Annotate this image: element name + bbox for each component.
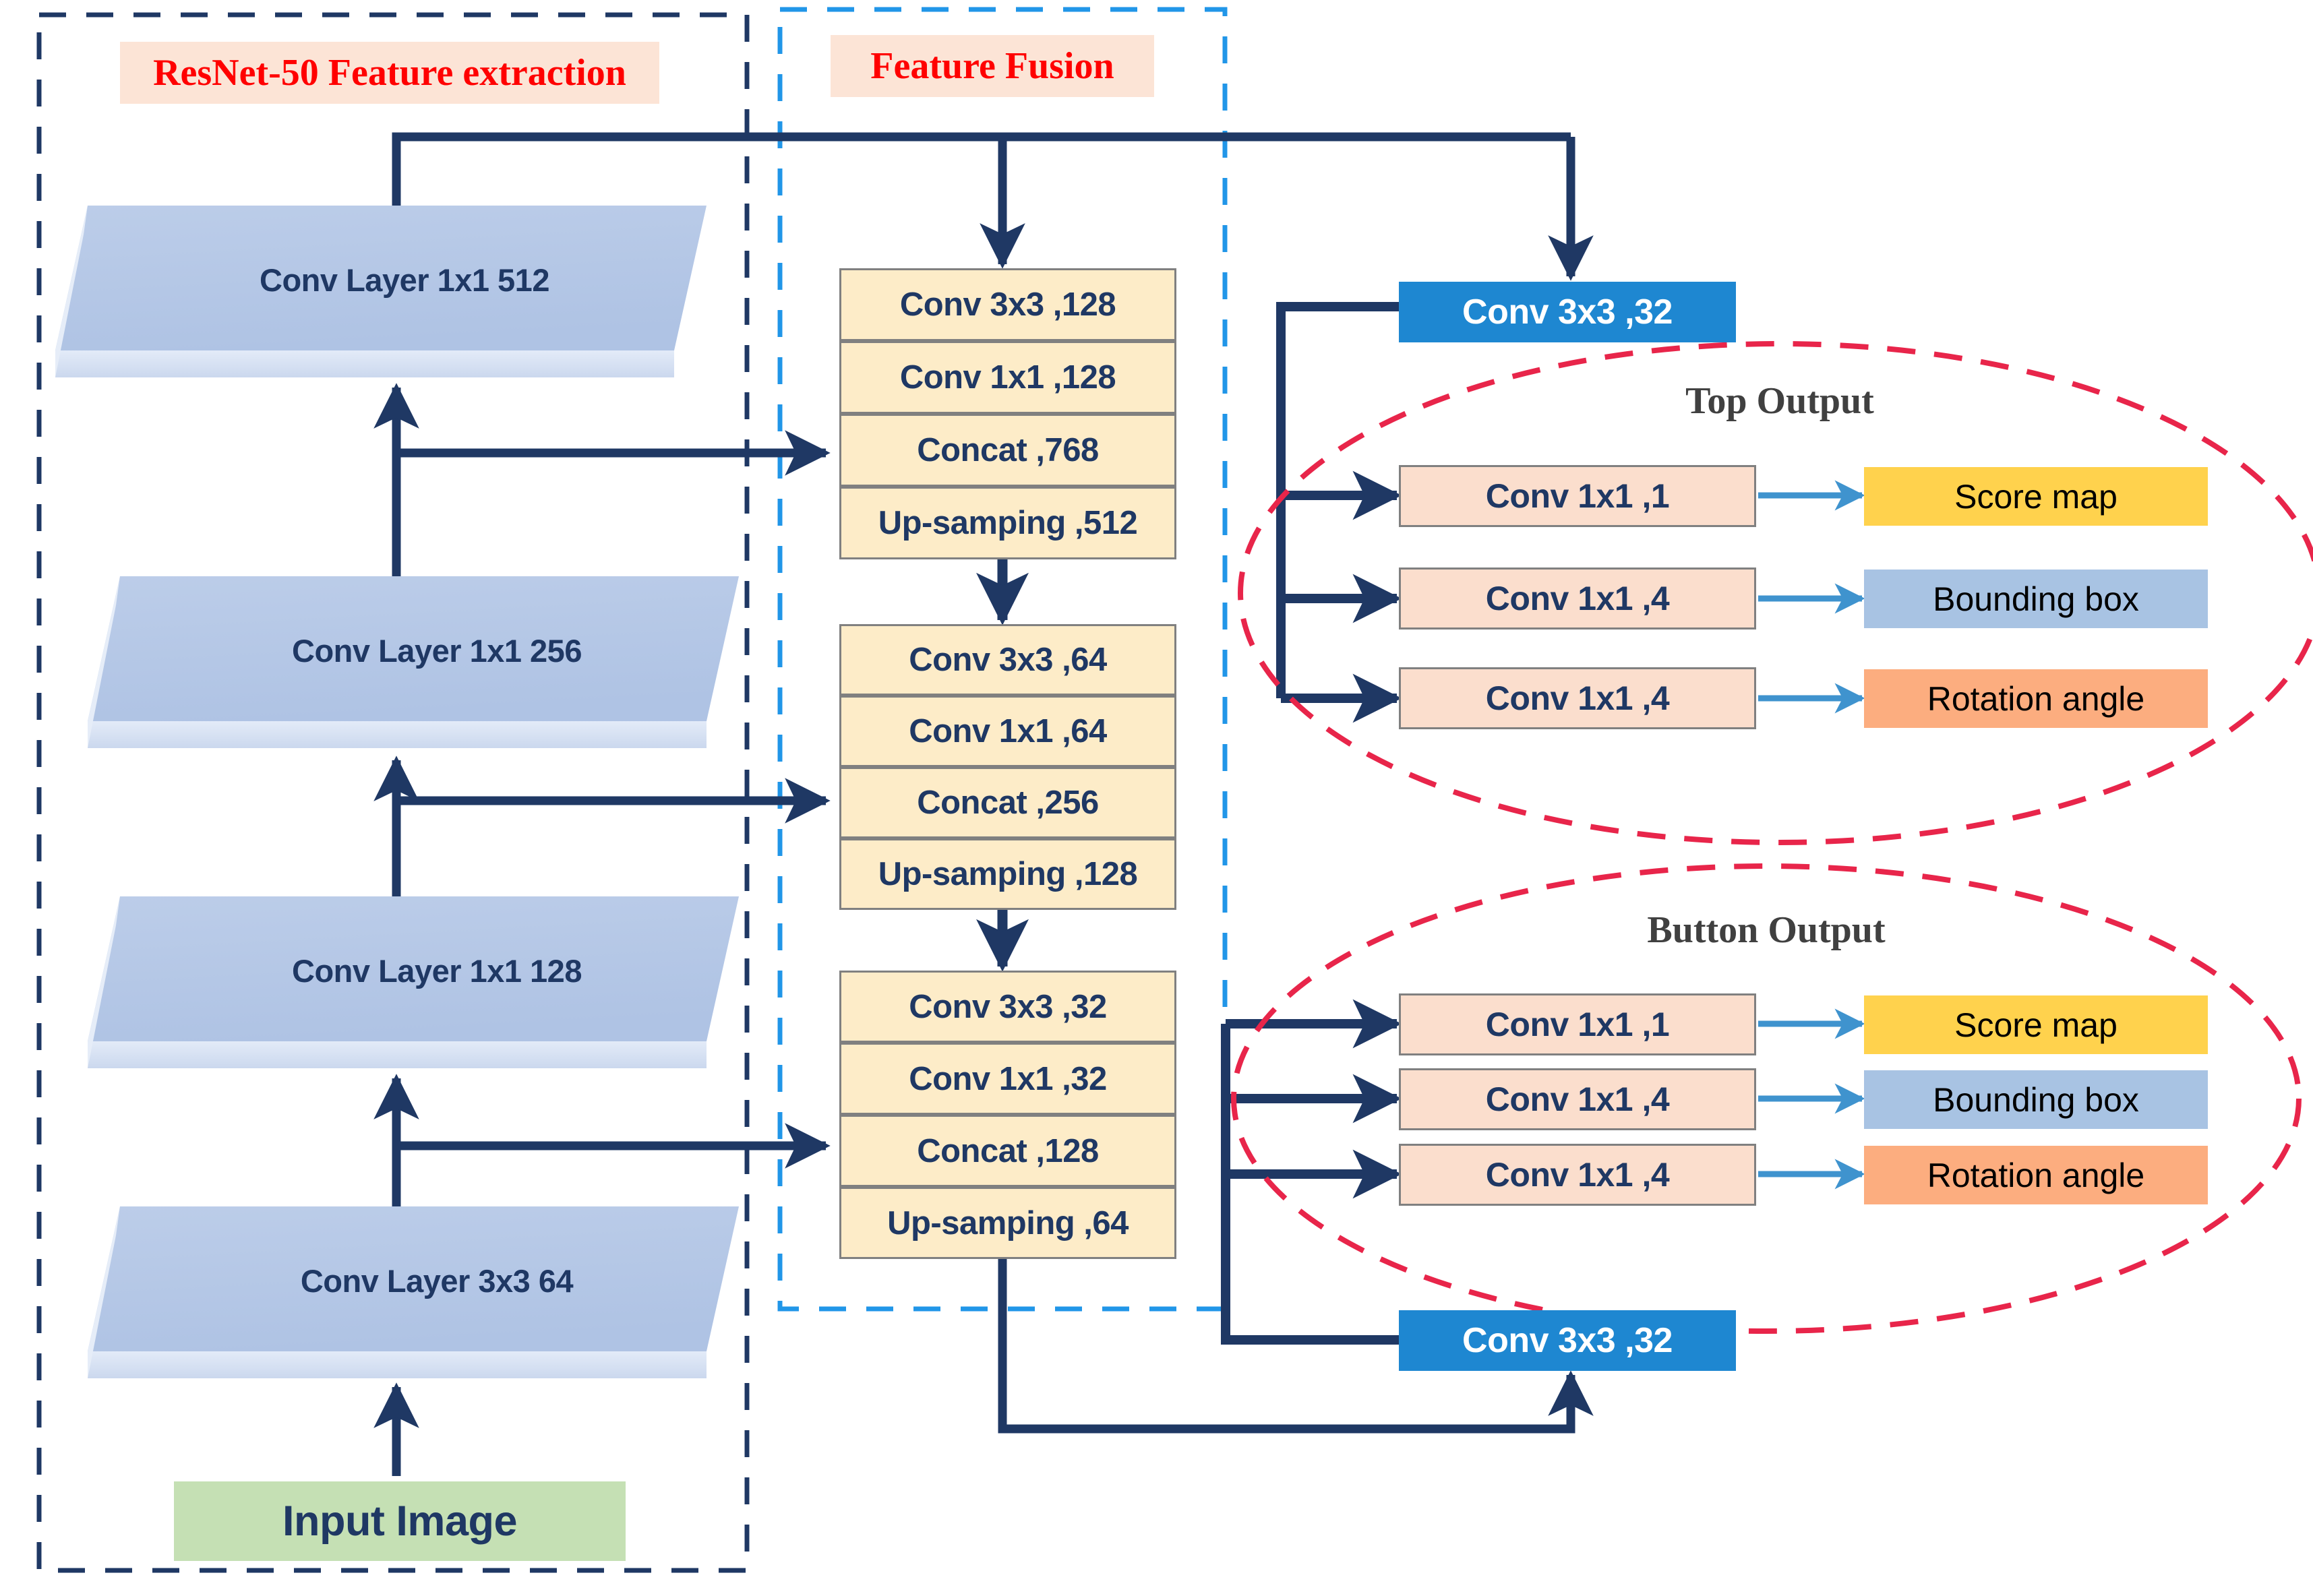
- bus-top-head: [1276, 302, 1399, 698]
- fusion-row-concat-768: Concat ,768: [839, 414, 1176, 487]
- top-head-conv-angle: Conv 1x1 ,4: [1399, 667, 1756, 729]
- bottom-output-score-map: Score map: [1864, 995, 2208, 1054]
- fusion-row-upsampling-128: Up-samping ,128: [839, 838, 1176, 910]
- top-output-title: Top Output: [1685, 380, 1874, 422]
- backbone-slab-512: [55, 206, 707, 377]
- fusion-row-conv1x1-128: Conv 1x1 ,128: [839, 341, 1176, 414]
- bus-bottom-head: [1221, 1024, 1399, 1345]
- bottom-head-conv-bbox: Conv 1x1 ,4: [1399, 1068, 1756, 1130]
- top-output-rotation-angle: Rotation angle: [1864, 669, 2208, 728]
- bottom-output-ellipse: [1231, 863, 2302, 1334]
- bus-fusion3-to-bottom-blue-conv: [998, 1259, 1594, 1434]
- fusion-row-concat-128: Concat ,128: [839, 1115, 1176, 1187]
- top-output-ellipse: [1238, 341, 2313, 845]
- fusion-row-conv3x3-32: Conv 3x3 ,32: [839, 971, 1176, 1043]
- backbone-label-128: Conv Layer 1x1 128: [292, 952, 582, 989]
- backbone-label-64: Conv Layer 3x3 64: [300, 1262, 574, 1299]
- top-head-blue-conv: Conv 3x3 ,32: [1399, 282, 1736, 342]
- fusion-row-upsampling-64: Up-samping ,64: [839, 1187, 1176, 1259]
- input-image-box: Input Image: [174, 1481, 626, 1561]
- fusion-row-upsampling-512: Up-samping ,512: [839, 487, 1176, 559]
- resnet-region-title: ResNet-50 Feature extraction: [120, 42, 659, 104]
- bottom-output-rotation-angle: Rotation angle: [1864, 1146, 2208, 1204]
- fusion-row-conv3x3-64: Conv 3x3 ,64: [839, 624, 1176, 696]
- backbone-slab-64: [88, 1206, 739, 1378]
- bus-conv512-top: [392, 132, 1571, 206]
- bottom-head-conv-score: Conv 1x1 ,1: [1399, 993, 1756, 1055]
- bottom-head-blue-conv: Conv 3x3 ,32: [1399, 1310, 1736, 1371]
- top-output-score-map: Score map: [1864, 467, 2208, 526]
- bottom-output-bounding-box: Bounding box: [1864, 1070, 2208, 1129]
- backbone-slab-128: [88, 896, 739, 1068]
- fusion-row-concat-256: Concat ,256: [839, 767, 1176, 838]
- bottom-output-title: Button Output: [1647, 909, 1886, 951]
- fusion-region-boundary: [777, 7, 1228, 1312]
- fusion-row-conv1x1-32: Conv 1x1 ,32: [839, 1043, 1176, 1115]
- top-head-conv-bbox: Conv 1x1 ,4: [1399, 567, 1756, 630]
- backbone-label-512: Conv Layer 1x1 512: [260, 262, 549, 298]
- fusion-row-conv3x3-128: Conv 3x3 ,128: [839, 268, 1176, 341]
- fusion-region-title: Feature Fusion: [831, 35, 1154, 97]
- bottom-head-conv-angle: Conv 1x1 ,4: [1399, 1144, 1756, 1206]
- top-output-bounding-box: Bounding box: [1864, 570, 2208, 628]
- backbone-slab-256: [88, 576, 739, 748]
- resnet-region-boundary: [36, 12, 750, 1573]
- backbone-label-256: Conv Layer 1x1 256: [292, 632, 582, 669]
- fusion-row-conv1x1-64: Conv 1x1 ,64: [839, 696, 1176, 767]
- top-head-conv-score: Conv 1x1 ,1: [1399, 465, 1756, 527]
